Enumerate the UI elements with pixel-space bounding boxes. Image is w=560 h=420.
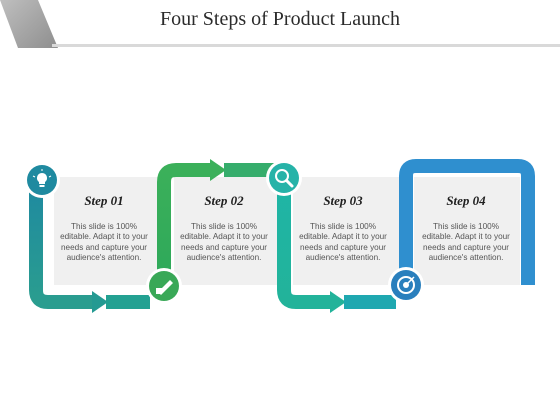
connector-step-4-band — [399, 159, 535, 288]
step-1-text: This slide is 100% editable. Adapt it to… — [60, 222, 148, 262]
connector-step-2-arrowhead — [210, 159, 226, 181]
connector-step-3-arrowhead — [330, 291, 346, 313]
connector-step-1-band — [29, 186, 96, 309]
step-4-text: This slide is 100% editable. Adapt it to… — [422, 222, 510, 262]
lightbulb-icon — [24, 162, 60, 198]
step-3-title: Step 03 — [323, 193, 363, 208]
card-step-3 — [293, 177, 399, 285]
connector-step-2-band — [157, 163, 214, 288]
slide-title: Four Steps of Product Launch — [160, 8, 400, 30]
card-step-1 — [54, 177, 160, 285]
card-step-4 — [414, 177, 520, 285]
step-2-text: This slide is 100% editable. Adapt it to… — [180, 222, 268, 262]
connector-step-3-band — [277, 186, 334, 309]
connector-step-1-arrowhead — [92, 291, 108, 313]
step-4-title: Step 04 — [446, 193, 486, 208]
step-3-text: This slide is 100% editable. Adapt it to… — [299, 222, 387, 262]
step-2-title: Step 02 — [204, 193, 244, 208]
target-icon — [388, 267, 424, 303]
step-1-title: Step 01 — [84, 193, 124, 208]
pen-edit-icon — [146, 268, 182, 304]
title-rule — [52, 44, 560, 47]
card-step-2 — [174, 177, 280, 285]
magnifier-icon — [266, 160, 302, 196]
